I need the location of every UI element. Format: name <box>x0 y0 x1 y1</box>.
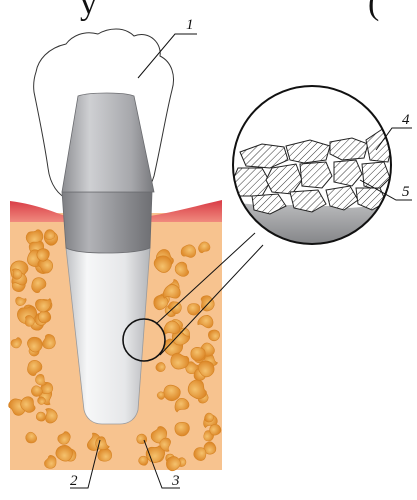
label-crown: 1 <box>186 17 194 33</box>
label-implant: 2 <box>70 473 78 489</box>
top-text-fragment-left: y <box>80 0 97 22</box>
label-surface-layer: 5 <box>402 184 410 200</box>
label-coating: 4 <box>402 112 410 128</box>
top-text-fragment-right: ( <box>368 0 379 22</box>
implant-collar <box>62 192 152 253</box>
label-bone: 3 <box>171 473 180 489</box>
magnified-surface-view <box>225 86 400 250</box>
